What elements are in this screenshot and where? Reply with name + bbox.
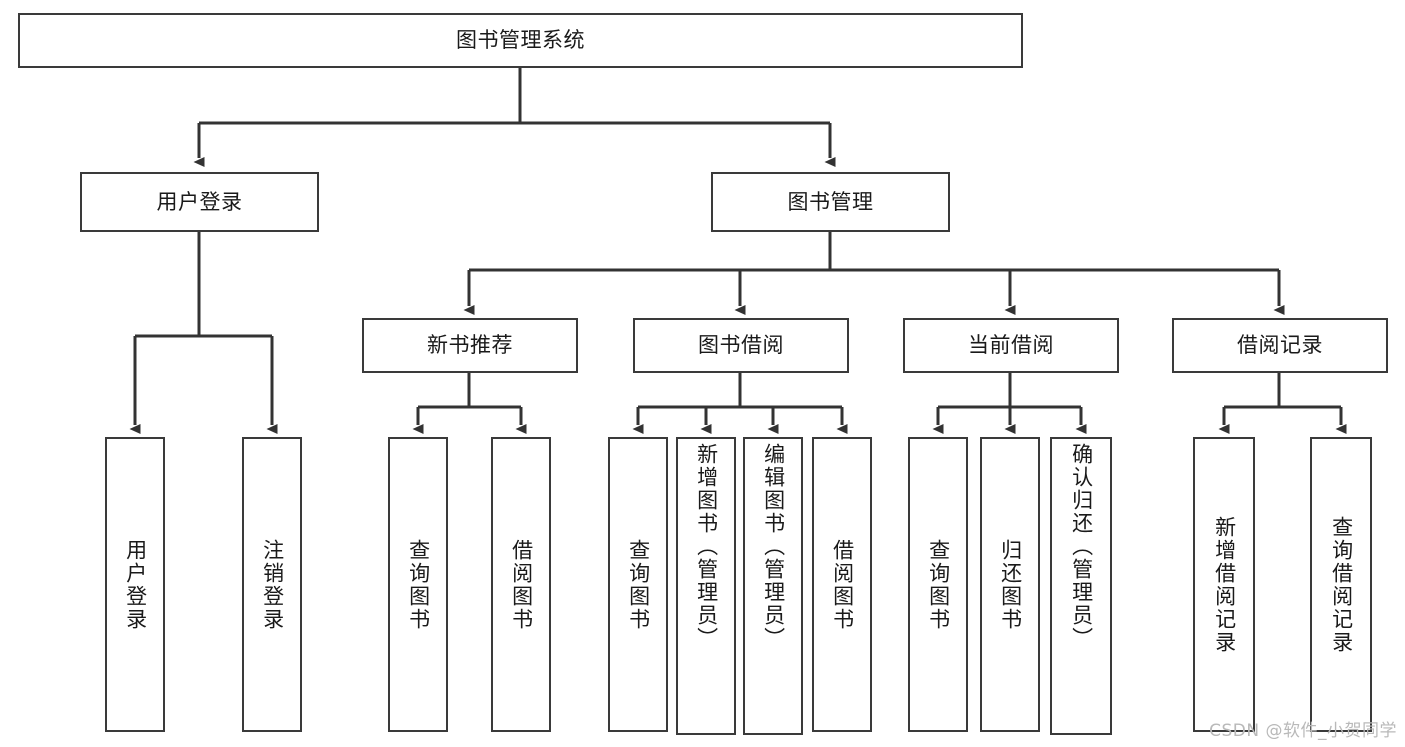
node-leaf-user-login-logout-label: 注销登录 xyxy=(260,538,285,631)
node-leaf-user-login-logout[interactable]: 注销登录 xyxy=(242,437,302,732)
node-leaf-borrow-record-add[interactable]: 新增借阅记录 xyxy=(1193,437,1255,732)
node-leaf-book-borrow-add-label: 新增图书（管理员） xyxy=(694,443,719,650)
connector-group-book-manage xyxy=(463,232,1285,315)
node-leaf-book-borrow-borrow[interactable]: 借阅图书 xyxy=(812,437,872,732)
node-leaf-current-borrow-confirm[interactable]: 确认归还（管理员） xyxy=(1050,437,1112,735)
node-user-login[interactable]: 用户登录 xyxy=(80,172,319,232)
node-leaf-borrow-record-query-label: 查询借阅记录 xyxy=(1329,515,1354,654)
connector-group-new-book xyxy=(412,373,527,434)
node-leaf-current-borrow-query[interactable]: 查询图书 xyxy=(908,437,968,732)
connector-group-current-borrow xyxy=(932,373,1087,434)
node-leaf-new-book-borrow-label: 借阅图书 xyxy=(509,538,534,631)
node-root-system[interactable]: 图书管理系统 xyxy=(18,13,1023,68)
node-current-borrow[interactable]: 当前借阅 xyxy=(903,318,1119,373)
node-book-management[interactable]: 图书管理 xyxy=(711,172,950,232)
node-new-book-recommend-label: 新书推荐 xyxy=(427,333,513,358)
node-leaf-user-login-login[interactable]: 用户登录 xyxy=(105,437,165,732)
node-leaf-current-borrow-query-label: 查询图书 xyxy=(926,538,951,631)
node-book-borrow[interactable]: 图书借阅 xyxy=(633,318,849,373)
node-user-login-label: 用户登录 xyxy=(156,189,243,214)
node-current-borrow-label: 当前借阅 xyxy=(968,333,1054,358)
node-leaf-borrow-record-add-label: 新增借阅记录 xyxy=(1212,515,1237,654)
node-leaf-book-borrow-borrow-label: 借阅图书 xyxy=(830,538,855,631)
node-root-system-label: 图书管理系统 xyxy=(456,28,585,53)
node-leaf-current-borrow-confirm-label: 确认归还（管理员） xyxy=(1069,443,1094,650)
node-borrow-record[interactable]: 借阅记录 xyxy=(1172,318,1388,373)
node-leaf-current-borrow-return[interactable]: 归还图书 xyxy=(980,437,1040,732)
node-leaf-new-book-query-label: 查询图书 xyxy=(406,538,431,631)
node-leaf-new-book-query[interactable]: 查询图书 xyxy=(388,437,448,732)
node-book-management-label: 图书管理 xyxy=(787,189,874,214)
connector-group-book-borrow xyxy=(632,373,848,434)
node-leaf-book-borrow-edit-label: 编辑图书（管理员） xyxy=(761,443,786,650)
node-leaf-book-borrow-add[interactable]: 新增图书（管理员） xyxy=(676,437,736,735)
node-leaf-book-borrow-query-label: 查询图书 xyxy=(626,538,651,631)
node-leaf-new-book-borrow[interactable]: 借阅图书 xyxy=(491,437,551,732)
node-book-borrow-label: 图书借阅 xyxy=(698,333,784,358)
connector-group-user-login xyxy=(129,232,278,434)
node-leaf-book-borrow-query[interactable]: 查询图书 xyxy=(608,437,668,732)
node-leaf-book-borrow-edit[interactable]: 编辑图书（管理员） xyxy=(743,437,803,735)
node-leaf-borrow-record-query[interactable]: 查询借阅记录 xyxy=(1310,437,1372,732)
node-borrow-record-label: 借阅记录 xyxy=(1237,333,1323,358)
node-leaf-user-login-login-label: 用户登录 xyxy=(123,538,148,631)
connector-group-root xyxy=(193,68,836,167)
node-leaf-current-borrow-return-label: 归还图书 xyxy=(998,538,1023,631)
node-new-book-recommend[interactable]: 新书推荐 xyxy=(362,318,578,373)
connector-group-borrow-record xyxy=(1218,373,1347,434)
